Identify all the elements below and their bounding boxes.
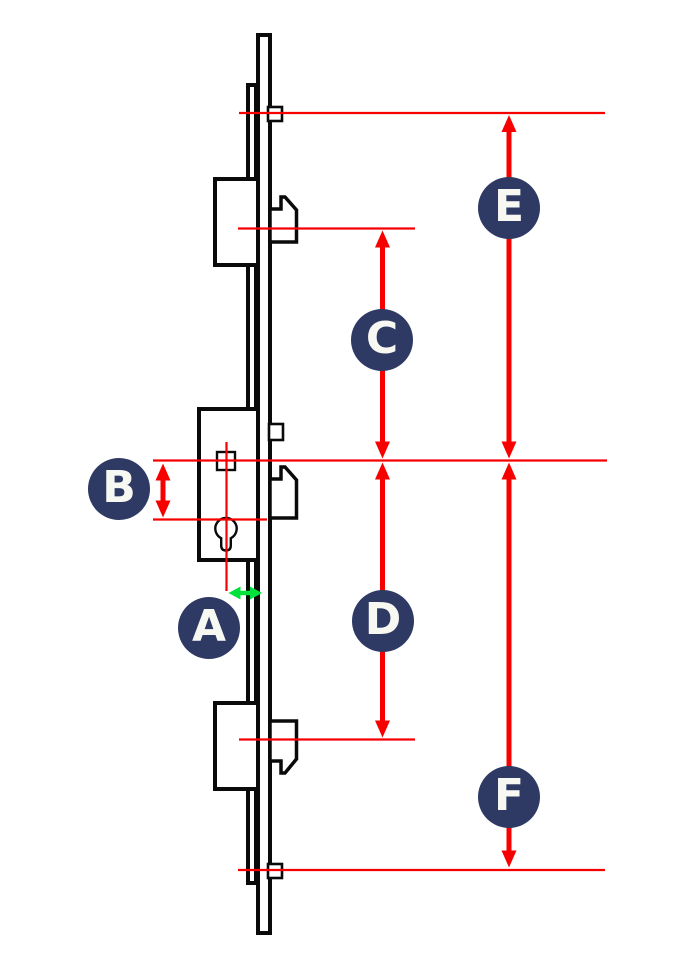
dimension-arrowhead — [375, 720, 390, 738]
dimension-arrowhead — [250, 586, 262, 600]
dimension-arrowhead — [375, 441, 390, 459]
dimension-arrowhead — [155, 500, 171, 518]
dimension-arrowhead — [501, 462, 517, 480]
dimension-arrowhead — [501, 850, 517, 868]
top-hook-bolt — [268, 195, 299, 244]
dimension-arrowhead — [501, 115, 517, 132]
faceplate-strip — [256, 33, 272, 935]
bottom-hook-bolt — [268, 719, 299, 775]
dimension-arrowhead — [501, 441, 517, 459]
dimension-arrowhead — [155, 463, 171, 481]
dimension-arrowhead — [375, 462, 390, 480]
center-square-bolt — [267, 422, 285, 442]
dimension-arrowhead — [375, 230, 390, 248]
center-latch-bolt — [268, 465, 299, 520]
dimension-arrowhead — [228, 586, 241, 600]
lock-mechanism-profile — [197, 33, 299, 935]
top-lock-case — [213, 177, 260, 267]
bottom-lock-case — [213, 701, 260, 791]
